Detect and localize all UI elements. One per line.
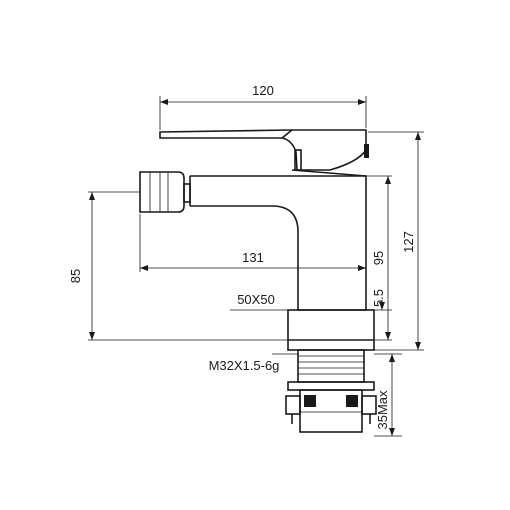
dim-label-35max: 35Max — [375, 390, 390, 430]
nut-bolt-right — [361, 395, 377, 415]
base-plate — [287, 309, 375, 351]
dim-label-base-size: 50X50 — [237, 292, 275, 307]
dim-label-95: 95 — [371, 251, 386, 265]
dim-label-120: 120 — [252, 83, 274, 98]
lever-cap — [364, 144, 369, 158]
fixing-washer — [287, 381, 375, 391]
spout-body — [190, 175, 367, 311]
dimension-arrows — [89, 99, 421, 436]
dimension-lines — [88, 96, 424, 437]
nut-screw-left — [304, 395, 316, 407]
nozzle-joint — [183, 183, 191, 203]
dim-label-131: 131 — [242, 250, 264, 265]
dim-label-thread: M32X1.5-6g — [209, 358, 280, 373]
nut-bolt-left — [285, 395, 301, 415]
lever-handle — [159, 129, 367, 171]
nozzle-head — [139, 171, 185, 213]
lever-joint-line — [281, 129, 293, 139]
dim-label-127: 127 — [401, 231, 416, 253]
nut-screw-right — [346, 395, 358, 407]
thread-shank — [297, 349, 365, 383]
dim-label-5-5: 5.5 — [371, 289, 386, 307]
faucet-body — [139, 129, 377, 433]
dim-label-85: 85 — [68, 269, 83, 283]
cartridge-top-line — [291, 169, 367, 177]
